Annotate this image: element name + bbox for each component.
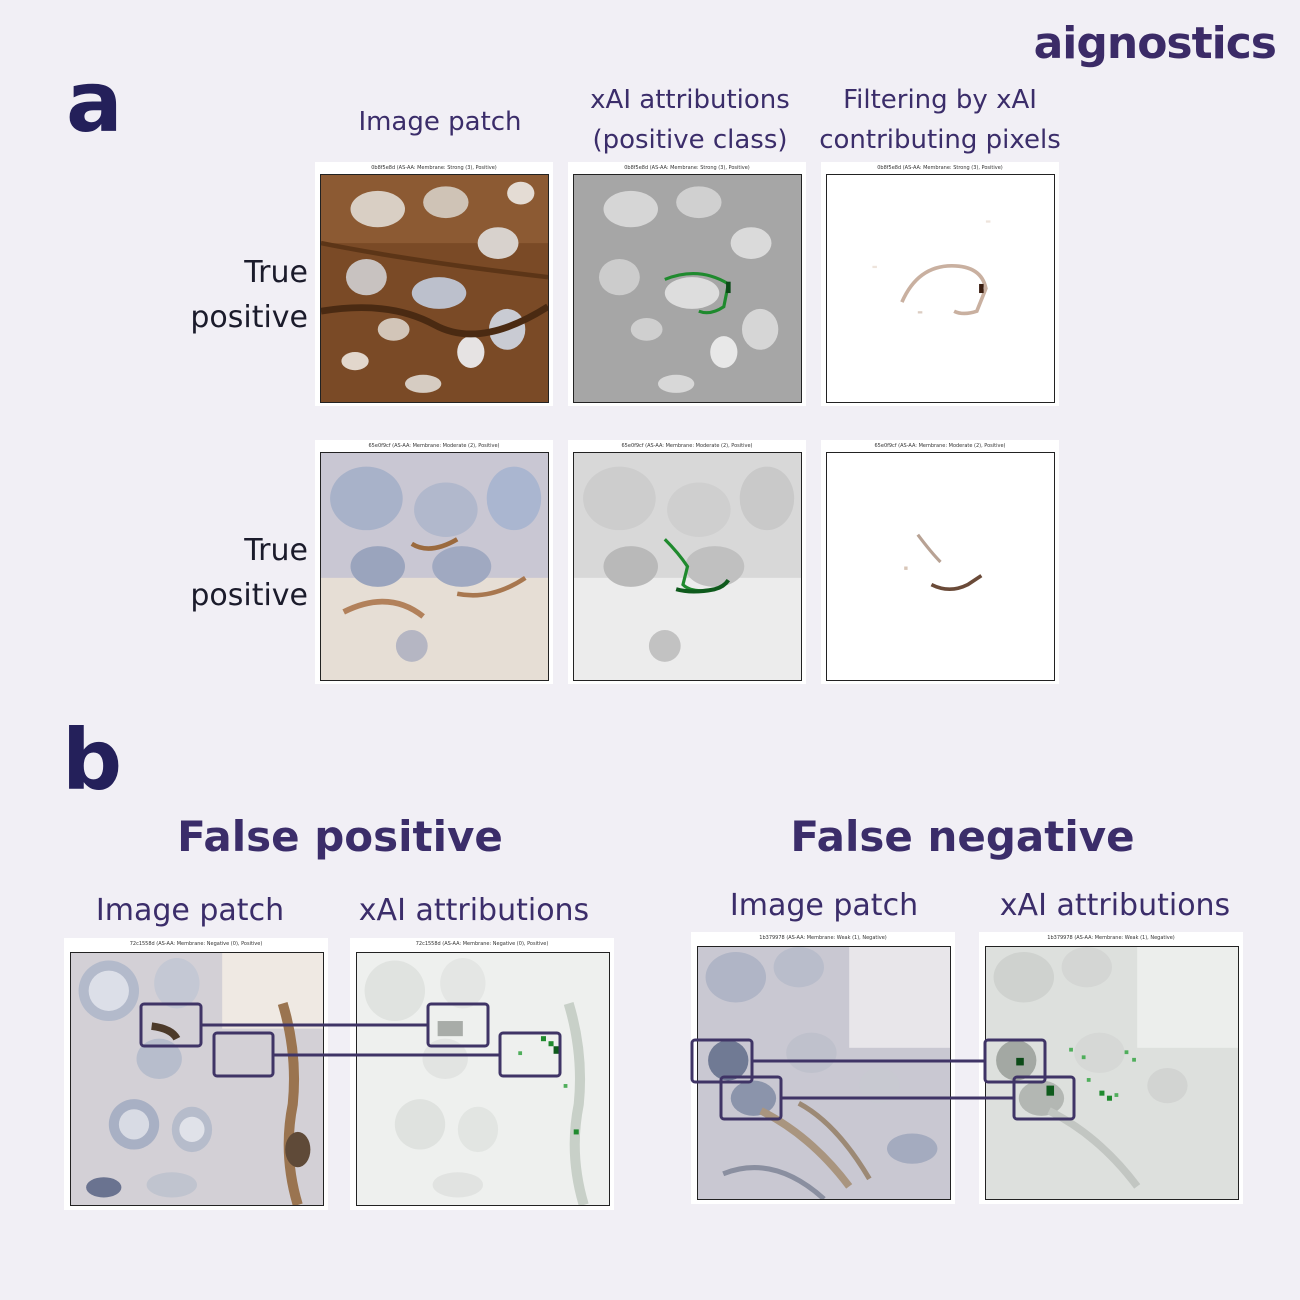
image-patch-strong xyxy=(320,174,549,403)
fp-image-box-1 xyxy=(139,1002,203,1048)
tile-a1-image: 0b8f5e8d (AS-AA: Membrane: Strong (3), P… xyxy=(315,162,553,406)
tile-a2-image: 65e0f9cf (AS-AA: Membrane: Moderate (2),… xyxy=(315,440,553,684)
row-label-true-positive-1: True positive xyxy=(190,255,308,335)
tile-fp-image: 72c1558d (AS-AA: Membrane: Negative (0),… xyxy=(64,938,328,1210)
tile-caption: 1b379978 (AS-AA: Membrane: Weak (1), Neg… xyxy=(1047,935,1175,941)
false-positive-title: False positive xyxy=(177,812,503,861)
tile-caption: 65e0f9cf (AS-AA: Membrane: Moderate (2),… xyxy=(874,443,1006,449)
tile-a2-filter: 65e0f9cf (AS-AA: Membrane: Moderate (2),… xyxy=(821,440,1059,684)
filtered-pixels-strong xyxy=(826,174,1055,403)
fn-subhead-xai-attributions: xAI attributions xyxy=(999,888,1231,923)
tile-caption: 65e0f9cf (AS-AA: Membrane: Moderate (2),… xyxy=(621,443,753,449)
fp-attr-box-1 xyxy=(426,1002,490,1048)
tile-caption: 0b8f5e8d (AS-AA: Membrane: Strong (3), P… xyxy=(877,165,1003,171)
tile-a2-attr: 65e0f9cf (AS-AA: Membrane: Moderate (2),… xyxy=(568,440,806,684)
fn-image-patch xyxy=(697,946,951,1200)
fn-xai-attribution-map xyxy=(985,946,1239,1200)
false-negative-title: False negative xyxy=(790,812,1135,861)
fp-image-patch xyxy=(70,952,324,1206)
image-patch-moderate xyxy=(320,452,549,681)
col-header-image-patch: Image patch xyxy=(358,107,522,137)
row-label-true-positive-2: True positive xyxy=(190,533,308,613)
col-header-xai-attributions: xAI attributions (positive class) xyxy=(590,85,790,155)
tile-caption: 1b379978 (AS-AA: Membrane: Weak (1), Neg… xyxy=(759,935,887,941)
fp-subhead-xai-attributions: xAI attributions xyxy=(358,893,590,928)
tile-fn-image: 1b379978 (AS-AA: Membrane: Weak (1), Neg… xyxy=(691,932,955,1204)
tile-caption: 72c1558d (AS-AA: Membrane: Negative (0),… xyxy=(415,941,549,947)
fp-xai-attribution-map xyxy=(356,952,610,1206)
tile-a1-filter: 0b8f5e8d (AS-AA: Membrane: Strong (3), P… xyxy=(821,162,1059,406)
xai-attribution-map-strong xyxy=(573,174,802,403)
tile-fn-attr: 1b379978 (AS-AA: Membrane: Weak (1), Neg… xyxy=(979,932,1243,1204)
panel-b-letter: b xyxy=(62,711,123,809)
tile-caption: 0b8f5e8d (AS-AA: Membrane: Strong (3), P… xyxy=(371,165,497,171)
col-header-filtering: Filtering by xAI contributing pixels xyxy=(819,85,1061,155)
fp-subhead-image-patch: Image patch xyxy=(95,893,285,928)
xai-attribution-map-moderate xyxy=(573,452,802,681)
tile-caption: 0b8f5e8d (AS-AA: Membrane: Strong (3), P… xyxy=(624,165,750,171)
fn-subhead-image-patch: Image patch xyxy=(729,888,919,923)
panel-a-letter: a xyxy=(66,53,123,151)
aignostics-logo: aignostics xyxy=(1033,18,1277,69)
tile-caption: 72c1558d (AS-AA: Membrane: Negative (0),… xyxy=(129,941,263,947)
tile-fp-attr: 72c1558d (AS-AA: Membrane: Negative (0),… xyxy=(350,938,614,1210)
tile-caption: 65e0f9cf (AS-AA: Membrane: Moderate (2),… xyxy=(368,443,500,449)
fp-image-box-2 xyxy=(212,1031,275,1078)
filtered-pixels-moderate xyxy=(826,452,1055,681)
tile-a1-attr: 0b8f5e8d (AS-AA: Membrane: Strong (3), P… xyxy=(568,162,806,406)
fp-attr-box-2 xyxy=(498,1031,562,1078)
